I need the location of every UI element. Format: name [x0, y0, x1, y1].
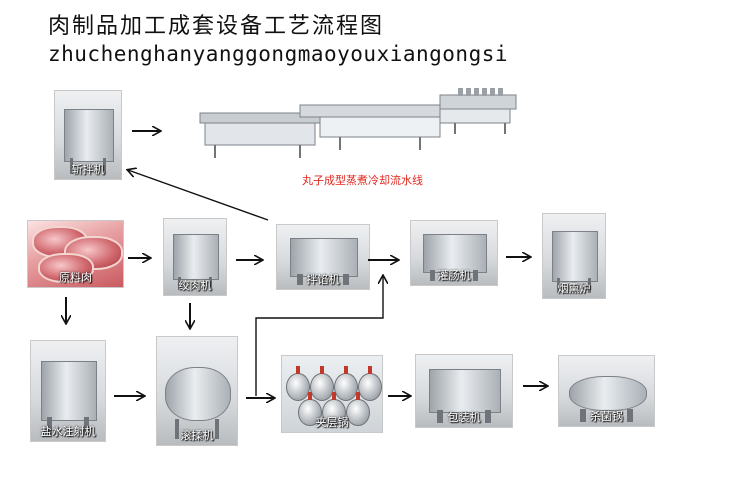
- filling-mixer-machine: 拌馅机: [276, 224, 370, 290]
- diagram-title: 肉制品加工成套设备工艺流程图: [48, 14, 385, 39]
- smokehouse-machine: 烟熏炉: [542, 213, 606, 299]
- filling-mixer-label: 拌馅机: [306, 273, 340, 286]
- tumbler-label: 滚揉机: [180, 429, 214, 442]
- tumbler-machine: 滚揉机: [156, 336, 238, 446]
- raw-meat-label: 原料肉: [59, 271, 92, 284]
- diagram-subtitle: zhuchenghanyanggongmaoyouxiangongsi: [48, 42, 509, 66]
- smokehouse-label: 烟熏炉: [557, 282, 591, 295]
- arrow-tumbler-to-filler: [255, 276, 383, 396]
- packaging-machine-label: 包装机: [447, 411, 481, 424]
- production-line-label: 丸子成型蒸煮冷却流水线: [302, 174, 423, 187]
- packaging-machine: 包装机: [415, 354, 513, 428]
- chopper-machine: 斩拌机: [54, 90, 122, 180]
- production-line-conveyor: [199, 88, 517, 158]
- grinder-machine: 绞肉机: [163, 218, 227, 296]
- brine-injector-label: 盐水注射机: [40, 425, 96, 438]
- jacketed-kettle-label: 夹层锅: [315, 416, 349, 429]
- arrow-mixer-to-chopper: [128, 170, 269, 221]
- sterilizer-label: 杀菌锅: [590, 410, 623, 423]
- sausage-filler-machine: 灌肠机: [410, 220, 498, 286]
- chopper-label: 斩拌机: [71, 163, 105, 176]
- sausage-filler-label: 灌肠机: [437, 269, 471, 282]
- jacketed-kettle-machine: 夹层锅: [281, 355, 383, 433]
- sterilizer-machine: 杀菌锅: [558, 355, 655, 427]
- grinder-label: 绞肉机: [178, 279, 212, 292]
- brine-injector-machine: 盐水注射机: [30, 340, 106, 442]
- raw-meat-image: 原料肉: [27, 220, 124, 288]
